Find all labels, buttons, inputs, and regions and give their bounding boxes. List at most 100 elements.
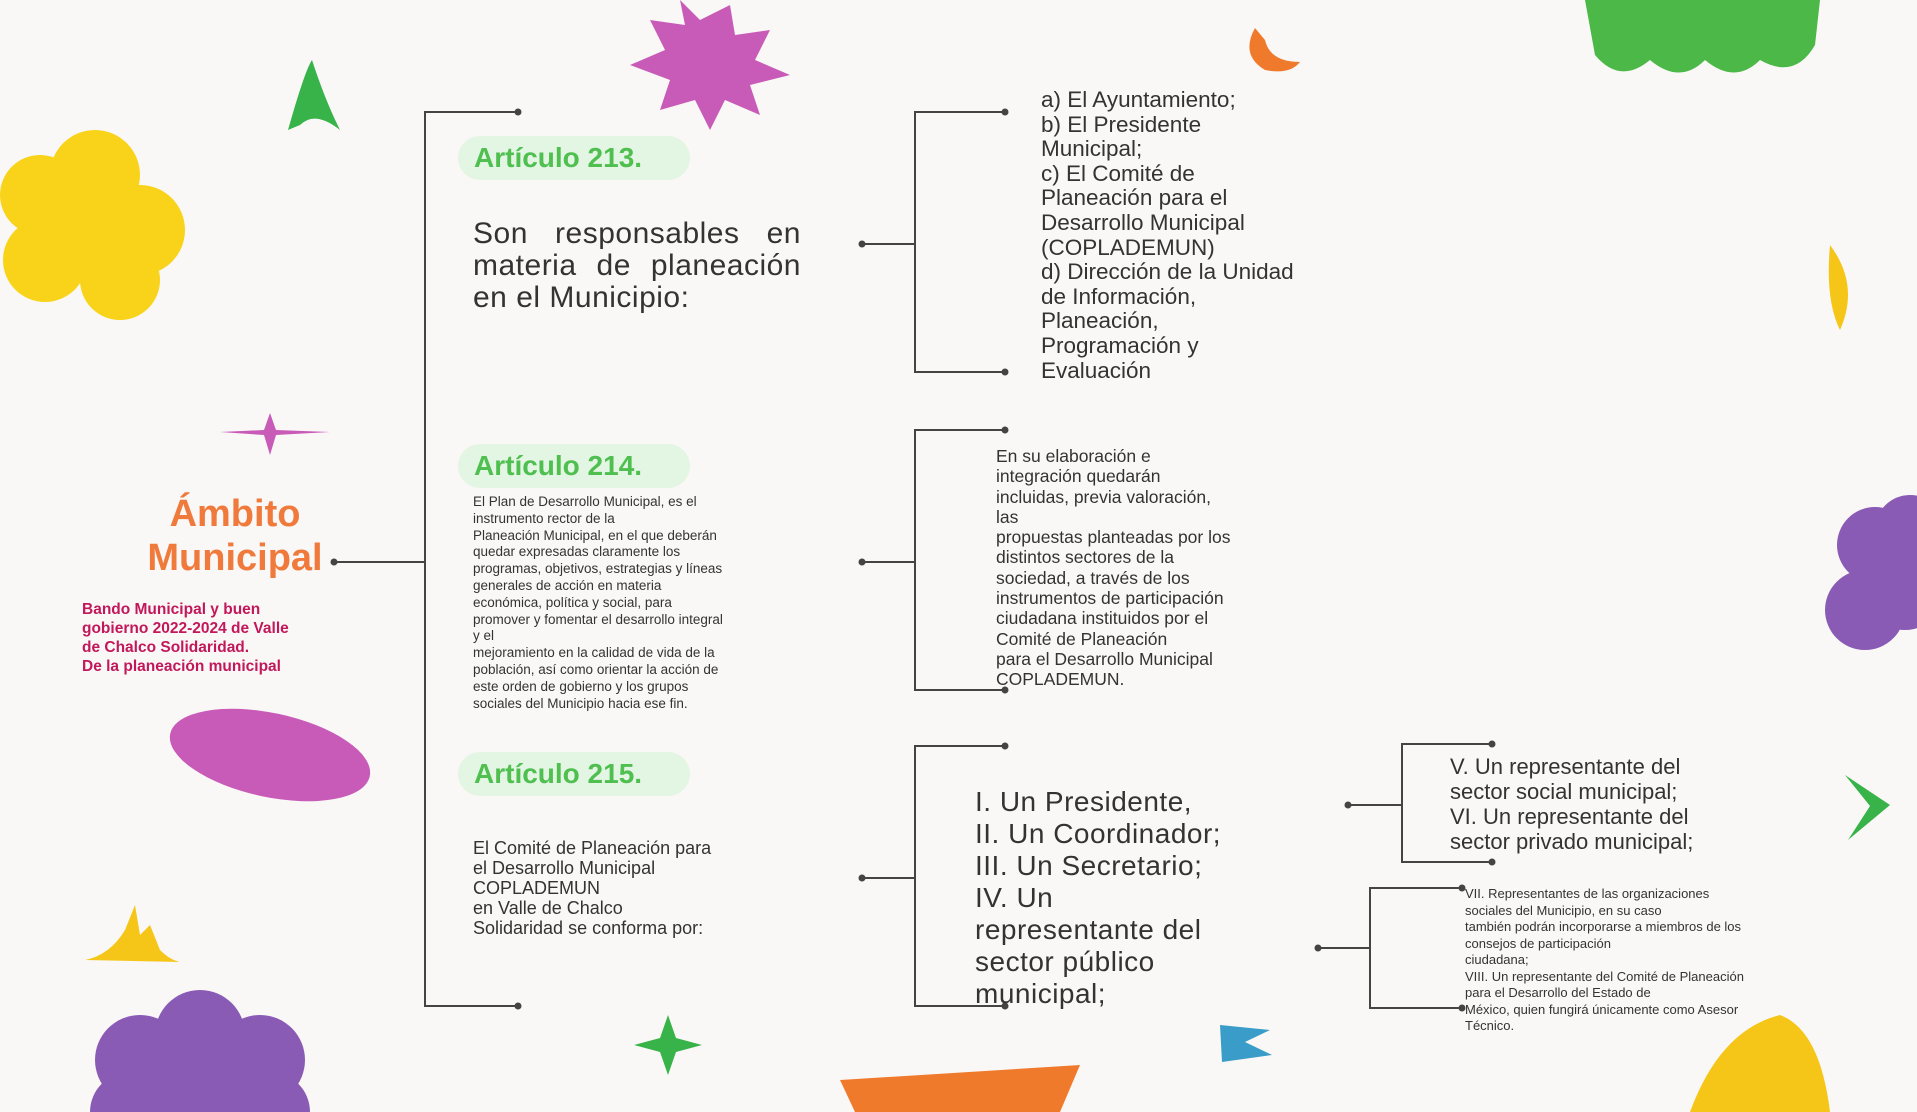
list-item: incluidas, previa valoración, xyxy=(996,486,1211,507)
yellow-blob-decoration xyxy=(1690,1015,1830,1112)
bracket-213 xyxy=(914,111,1005,373)
text-line: mejoramiento en la calidad de vida de la xyxy=(473,645,715,661)
text-line: programas, objetivos, estrategias y líne… xyxy=(473,561,723,577)
text-line: COPLADEMUN xyxy=(473,878,601,898)
list-item: II. Un Coordinador; xyxy=(975,818,1222,849)
list-item: (COPLADEMUN) xyxy=(1041,234,1215,260)
bracket-215-right-top xyxy=(1401,743,1492,863)
list-item: Evaluación xyxy=(1041,357,1152,383)
bracket-215 xyxy=(914,745,1005,1007)
list-item: municipal; xyxy=(975,978,1107,1009)
list-item: consejos de participación xyxy=(1465,935,1611,951)
text-line: el Desarrollo Municipal xyxy=(473,858,656,878)
list-item: VIII. Un representante del Comité de Pla… xyxy=(1465,968,1744,984)
list-item: Municipal; xyxy=(1041,136,1143,162)
teal-flag-decoration xyxy=(1220,1025,1272,1062)
list-item: ciudadana instituidos por el xyxy=(996,608,1209,629)
list-item: COPLADEMUN. xyxy=(996,669,1125,690)
main-title: Ámbito Municipal xyxy=(70,492,400,580)
list-item: las xyxy=(996,506,1019,527)
article-214-text: El Plan de Desarrollo Municipal, es el i… xyxy=(473,494,833,712)
text-line: en Valle de Chalco xyxy=(473,898,623,918)
list-item: d) Dirección de la Unidad xyxy=(1041,259,1294,285)
yellow-flower-decoration xyxy=(0,130,185,320)
pink-sparkle-decoration xyxy=(220,413,330,455)
list-item: representante del xyxy=(975,914,1202,945)
bracket-214 xyxy=(914,429,1005,691)
list-item: sector privado municipal; xyxy=(1450,829,1694,854)
list-item: V. Un representante del xyxy=(1450,754,1681,779)
list-item: b) El Presidente xyxy=(1041,111,1202,137)
article-213-items: a) El Ayuntamiento; b) El Presidente Mun… xyxy=(1041,87,1391,383)
list-item: sociedad, a través de los xyxy=(996,567,1190,588)
list-item: ciudadana; xyxy=(1465,952,1529,967)
green-sparkle-decoration xyxy=(634,1015,702,1075)
text-line: población, así como orientar la acción d… xyxy=(473,661,719,677)
orange-boomerang-decoration xyxy=(1249,28,1300,72)
text-line: este orden de gobierno y los grupos xyxy=(473,678,689,694)
text-line: económica, política y social, para xyxy=(473,594,672,610)
list-item: Desarrollo Municipal xyxy=(1041,209,1245,235)
text-line: generales de acción en materia xyxy=(473,577,662,593)
list-item: sociales del Municipio, en su caso xyxy=(1465,902,1662,918)
title-line-2: Municipal xyxy=(147,537,323,579)
yellow-crown-decoration xyxy=(85,905,180,962)
bracket-215-right-bottom xyxy=(1369,887,1462,1009)
article-215-label: Artículo 215. xyxy=(458,752,690,796)
purple-flower-right-decoration xyxy=(1825,495,1917,650)
article-215-right-bottom-items: VII. Representantes de las organizacione… xyxy=(1465,886,1885,1035)
subtitle-line-4: De la planeación municipal xyxy=(82,658,281,675)
list-item: Programación y xyxy=(1041,332,1199,358)
list-item: México, quien fungirá únicamente como As… xyxy=(1465,1001,1739,1017)
list-item: VII. Representantes de las organizacione… xyxy=(1465,886,1710,901)
list-item: Planeación para el xyxy=(1041,185,1228,211)
purple-flower-bottom-decoration xyxy=(90,990,310,1112)
list-item: de Información, xyxy=(1041,283,1197,309)
article-215-items: I. Un Presidente, II. Un Coordinador; II… xyxy=(975,786,1295,1010)
list-item: c) El Comité de xyxy=(1041,160,1195,186)
text-line: instrumento rector de la xyxy=(473,510,615,526)
title-line-1: Ámbito xyxy=(169,493,301,535)
text-line: sociales del Municipio hacia ese fin. xyxy=(473,695,688,711)
subtitle-line-3: de Chalco Solidaridad. xyxy=(82,639,250,656)
list-item: VI. Un representante del xyxy=(1450,804,1689,829)
text-line: El Plan de Desarrollo Municipal, es el xyxy=(473,494,697,509)
source-subtitle: Bando Municipal y buen gobierno 2022-202… xyxy=(82,600,404,676)
article-214-label: Artículo 214. xyxy=(458,444,690,488)
article-215-text: El Comité de Planeación para el Desarrol… xyxy=(473,838,813,938)
list-item: III. Un Secretario; xyxy=(975,850,1203,881)
list-item: Planeación, xyxy=(1041,308,1159,334)
list-item: también podrán incorporarse a miembros d… xyxy=(1465,919,1742,934)
text-line: El Comité de Planeación para xyxy=(473,838,712,858)
list-item: I. Un Presidente, xyxy=(975,786,1193,817)
text-line: promover y fomentar el desarrollo integr… xyxy=(473,611,723,627)
article-215-right-top-items: V. Un representante del sector social mu… xyxy=(1450,754,1790,854)
article-213-text: Son responsables en materia de planeació… xyxy=(473,217,801,314)
text-line: y el xyxy=(473,628,495,644)
text-line: Planeación Municipal, en el que deberán xyxy=(473,527,717,543)
list-item: Comité de Planeación xyxy=(996,628,1168,649)
list-item: distintos sectores de la xyxy=(996,547,1175,568)
subtitle-line-2: gobierno 2022-2024 de Valle xyxy=(82,620,289,637)
green-scallop-decoration xyxy=(1585,0,1820,73)
list-item: En su elaboración e xyxy=(996,446,1151,466)
list-item: instrumentos de participación xyxy=(996,588,1224,609)
article-213-label: Artículo 213. xyxy=(458,136,690,180)
subtitle-line-1: Bando Municipal y buen xyxy=(82,601,261,618)
list-item: integración quedarán xyxy=(996,466,1161,487)
list-item: sector social municipal; xyxy=(1450,779,1678,804)
magenta-ellipse-decoration xyxy=(169,708,371,802)
main-bracket xyxy=(424,111,518,1007)
text-line: quedar expresadas claramente los xyxy=(473,544,681,560)
article-214-items: En su elaboración e integración quedarán… xyxy=(996,446,1336,690)
list-item: sector público xyxy=(975,946,1155,977)
green-chevron-decoration xyxy=(1845,775,1890,840)
orange-trapezoid-decoration xyxy=(840,1065,1080,1112)
list-item: para el Desarrollo del Estado de xyxy=(1465,985,1651,1000)
list-item: Técnico. xyxy=(1465,1018,1515,1033)
list-item: IV. Un xyxy=(975,882,1054,913)
yellow-crescent-decoration xyxy=(1828,245,1848,330)
green-spike-decoration xyxy=(288,60,340,130)
